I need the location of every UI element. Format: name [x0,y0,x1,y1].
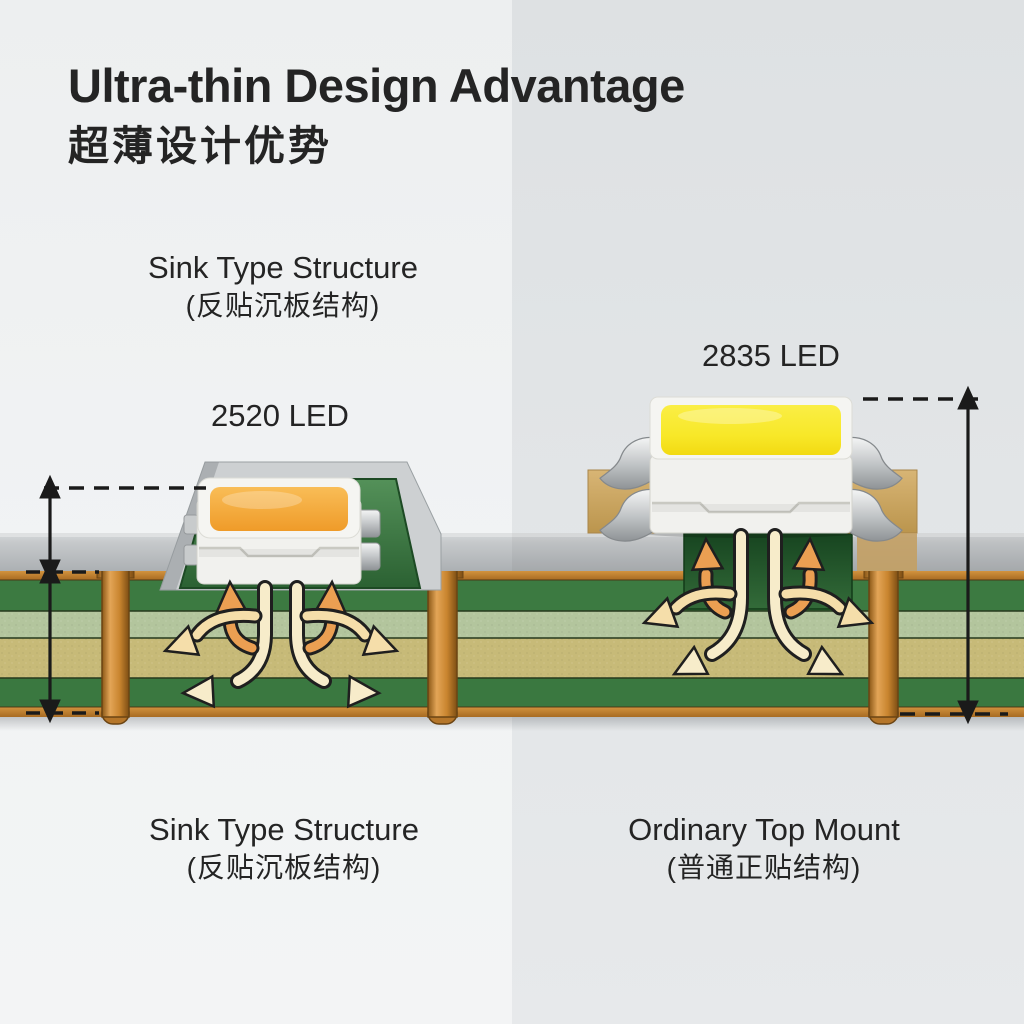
copper-layer-top [0,571,1024,580]
pcb-cross-section [0,568,1024,731]
led-2835-tier-shade [652,504,850,512]
led-2835 [649,396,853,534]
led-2520-foot [183,514,199,535]
label-ordinary-top-mount-en: Ordinary Top Mount [628,812,900,847]
copper-layer-bottom [0,707,1024,717]
heat-arrow-head [791,536,826,572]
heat-arrow-head [806,644,845,676]
measure-arrowhead-up [39,559,61,584]
label-sink-type-bottom-en: Sink Type Structure [149,812,419,847]
heat-arrow-head [836,596,875,629]
heat-arrow-head [180,674,216,709]
sink-type-assembly [159,461,442,591]
label-ordinary-top-mount-zh: (普通正贴结构) [666,851,862,883]
label-sink-type-bottom-zh: (反贴沉板结构) [186,851,382,883]
heat-flow-arrows [162,528,875,709]
led-2520 [183,477,381,585]
measure-arrowhead-down [39,699,61,724]
heat-arrows-sink-type [162,579,400,709]
heat-arrow-head [671,644,710,676]
heat-arrow-head [162,624,201,657]
label-sink-type-top-zh: (反贴沉板结构) [185,289,381,321]
led-2520-foot [183,544,199,566]
measure-arrowhead-up [39,474,61,499]
copper-via-left [96,568,135,725]
label-ordinary-top-mount: Ordinary Top Mount (普通正贴结构) [628,812,900,884]
led-2520-sheen [222,491,302,509]
label-sink-type-bottom: Sink Type Structure (反贴沉板结构) [149,812,419,884]
height-measure-arrow-board-left [39,559,61,724]
pcb-shadow [0,717,1024,731]
label-led-2835: 2835 LED [702,338,840,373]
led-2835-emitter-yellow [661,405,841,455]
measurement-annotations [26,385,1008,725]
page-title-zh: 超薄设计优势 [68,123,332,170]
label-led-2520: 2520 LED [211,398,349,433]
copper-via-right [863,568,904,725]
heat-arrows-top-mount [641,528,875,676]
copper-via-center [421,568,464,725]
heat-arrow-head [690,536,725,572]
height-measure-arrow-total-right [957,385,979,725]
label-sink-type-top: Sink Type Structure (反贴沉板结构) [148,250,418,322]
measure-arrowhead-up [957,385,979,410]
measure-arrowhead-down [957,700,979,725]
led-2520-tier-shade [199,549,359,557]
led-2835-body [649,454,853,534]
led-2520-tier-line [199,546,359,558]
page-title: Ultra-thin Design Advantage 超薄设计优势 [68,58,685,172]
led-2835-tier-line [652,501,850,514]
label-sink-type-top-en: Sink Type Structure [148,250,418,285]
heat-arrow-head [361,624,400,657]
heat-arrow-head [641,596,680,629]
page-title-en: Ultra-thin Design Advantage [68,59,685,112]
led-2835-sheen [678,408,782,424]
pcb-layer-dark-green-bottom [0,678,1024,707]
heat-arrow-head [346,674,382,709]
led-2520-emitter-orange [210,487,348,531]
